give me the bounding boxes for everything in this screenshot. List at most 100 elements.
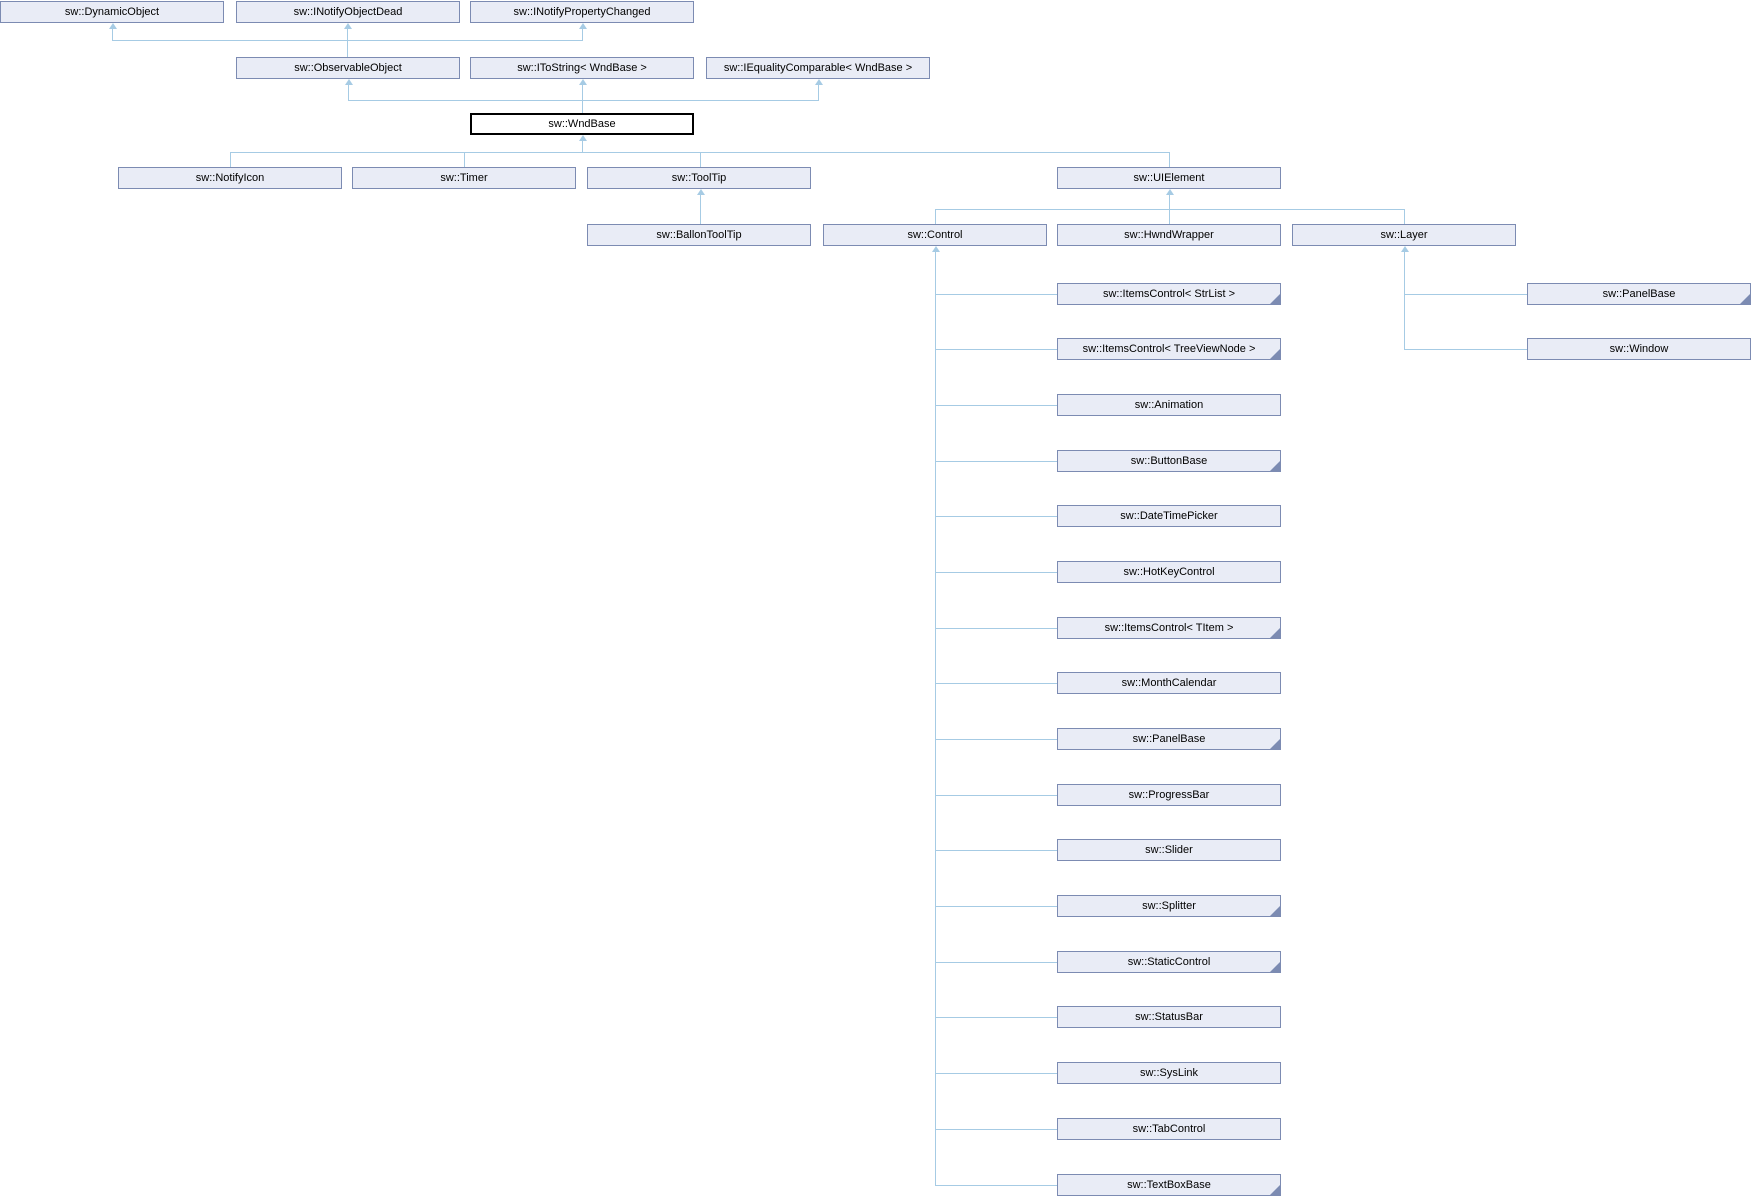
class-node-label: sw::PanelBase	[1602, 288, 1676, 300]
class-node-label: sw::StaticControl	[1127, 956, 1211, 968]
connector-line-horizontal	[935, 962, 1057, 963]
connector-line-vertical	[1404, 209, 1405, 224]
connector-line-horizontal	[935, 1073, 1057, 1074]
class-node-label: sw::Animation	[1134, 399, 1204, 411]
connector-line-vertical	[230, 152, 231, 167]
class-node-layer[interactable]: sw::Layer	[1292, 224, 1516, 246]
inheritance-arrow-icon	[1166, 189, 1174, 195]
class-node-label: sw::ButtonBase	[1130, 455, 1208, 467]
connector-line-horizontal	[348, 100, 819, 101]
inheritance-arrow-icon	[344, 23, 352, 29]
class-node-staticcontrol[interactable]: sw::StaticControl	[1057, 951, 1281, 973]
connector-line-vertical	[1169, 191, 1170, 224]
connector-line-horizontal	[935, 850, 1057, 851]
connector-line-horizontal	[935, 405, 1057, 406]
class-node-label: sw::INotifyObjectDead	[293, 6, 403, 18]
connector-line-horizontal	[935, 461, 1057, 462]
class-node-label: sw::MonthCalendar	[1121, 677, 1217, 689]
connector-line-horizontal	[935, 572, 1057, 573]
class-node-label: sw::Layer	[1380, 229, 1428, 241]
connector-line-vertical	[582, 81, 583, 113]
class-node-label: sw::IToString< WndBase >	[517, 62, 647, 74]
subclass-fold-icon	[1740, 294, 1750, 304]
subclass-fold-icon	[1270, 628, 1280, 638]
connector-line-vertical	[112, 25, 113, 40]
class-node-label: sw::HwndWrapper	[1124, 229, 1214, 241]
class-node-label: sw::TabControl	[1132, 1123, 1206, 1135]
class-node-control[interactable]: sw::Control	[823, 224, 1047, 246]
connector-line-horizontal	[935, 349, 1057, 350]
connector-line-vertical	[700, 191, 701, 224]
class-node-label: sw::ObservableObject	[294, 62, 402, 74]
class-node-itemscontrol_treeviewnode[interactable]: sw::ItemsControl< TreeViewNode >	[1057, 338, 1281, 360]
subclass-fold-icon	[1270, 739, 1280, 749]
class-node-progressbar[interactable]: sw::ProgressBar	[1057, 784, 1281, 806]
class-node-animation[interactable]: sw::Animation	[1057, 394, 1281, 416]
subclass-fold-icon	[1270, 906, 1280, 916]
connector-line-vertical	[464, 152, 465, 167]
class-node-label: sw::ItemsControl< TItem >	[1104, 622, 1234, 634]
class-node-label: sw::UIElement	[1133, 172, 1205, 184]
connector-line-horizontal	[935, 1017, 1057, 1018]
class-node-inotifyobjectdead[interactable]: sw::INotifyObjectDead	[236, 1, 460, 23]
class-node-buttonbase[interactable]: sw::ButtonBase	[1057, 450, 1281, 472]
class-node-panelbase_control[interactable]: sw::PanelBase	[1057, 728, 1281, 750]
inheritance-arrow-icon	[345, 79, 353, 85]
class-node-timer[interactable]: sw::Timer	[352, 167, 576, 189]
connector-line-horizontal	[935, 739, 1057, 740]
class-node-label: sw::SysLink	[1139, 1067, 1199, 1079]
connector-line-horizontal	[935, 1129, 1057, 1130]
class-node-monthcalendar[interactable]: sw::MonthCalendar	[1057, 672, 1281, 694]
class-node-label: sw::Slider	[1145, 844, 1193, 856]
class-node-statusbar[interactable]: sw::StatusBar	[1057, 1006, 1281, 1028]
connector-line-horizontal	[935, 516, 1057, 517]
class-node-inotifypropertychanged[interactable]: sw::INotifyPropertyChanged	[470, 1, 694, 23]
class-node-slider[interactable]: sw::Slider	[1057, 839, 1281, 861]
class-node-observableobject[interactable]: sw::ObservableObject	[236, 57, 460, 79]
class-node-datetimepicker[interactable]: sw::DateTimePicker	[1057, 505, 1281, 527]
class-node-label: sw::INotifyPropertyChanged	[513, 6, 651, 18]
subclass-fold-icon	[1270, 294, 1280, 304]
class-node-tooltip[interactable]: sw::ToolTip	[587, 167, 811, 189]
class-node-label: sw::NotifyIcon	[195, 172, 265, 184]
class-node-label: sw::WndBase	[548, 118, 616, 130]
class-node-label: sw::DynamicObject	[64, 6, 160, 18]
class-node-label: sw::ToolTip	[671, 172, 727, 184]
class-node-label: sw::Window	[1609, 343, 1669, 355]
class-node-syslink[interactable]: sw::SysLink	[1057, 1062, 1281, 1084]
inheritance-arrow-icon	[932, 246, 940, 252]
class-node-itemscontrol_titem[interactable]: sw::ItemsControl< TItem >	[1057, 617, 1281, 639]
connector-line-vertical	[582, 25, 583, 40]
class-node-label: sw::IEqualityComparable< WndBase >	[723, 62, 913, 74]
class-node-itemscontrol_strlist[interactable]: sw::ItemsControl< StrList >	[1057, 283, 1281, 305]
class-node-label: sw::StatusBar	[1135, 1011, 1203, 1023]
class-node-notifyicon[interactable]: sw::NotifyIcon	[118, 167, 342, 189]
class-node-wndbase: sw::WndBase	[470, 113, 694, 135]
class-node-hotkeycontrol[interactable]: sw::HotKeyControl	[1057, 561, 1281, 583]
class-node-label: sw::BallonToolTip	[656, 229, 742, 241]
class-node-itostring[interactable]: sw::IToString< WndBase >	[470, 57, 694, 79]
class-node-textboxbase[interactable]: sw::TextBoxBase	[1057, 1174, 1281, 1196]
class-node-iequalitycomparable[interactable]: sw::IEqualityComparable< WndBase >	[706, 57, 930, 79]
inheritance-arrow-icon	[697, 189, 705, 195]
class-node-window[interactable]: sw::Window	[1527, 338, 1751, 360]
class-node-dynamicobject[interactable]: sw::DynamicObject	[0, 1, 224, 23]
inheritance-arrow-icon	[579, 23, 587, 29]
connector-line-vertical	[348, 81, 349, 100]
inheritance-arrow-icon	[579, 79, 587, 85]
connector-line-vertical	[935, 248, 936, 1185]
class-node-hwndwrapper[interactable]: sw::HwndWrapper	[1057, 224, 1281, 246]
connector-line-horizontal	[935, 795, 1057, 796]
connector-line-vertical	[1169, 152, 1170, 167]
inheritance-arrow-icon	[109, 23, 117, 29]
class-node-label: sw::DateTimePicker	[1120, 510, 1218, 522]
class-node-uielement[interactable]: sw::UIElement	[1057, 167, 1281, 189]
connector-line-vertical	[1404, 248, 1405, 349]
class-node-splitter[interactable]: sw::Splitter	[1057, 895, 1281, 917]
connector-line-vertical	[347, 25, 348, 57]
class-node-tabcontrol[interactable]: sw::TabControl	[1057, 1118, 1281, 1140]
connector-line-horizontal	[935, 683, 1057, 684]
class-node-label: sw::ProgressBar	[1128, 789, 1210, 801]
class-node-panelbase_layer[interactable]: sw::PanelBase	[1527, 283, 1751, 305]
class-node-ballontooltip[interactable]: sw::BallonToolTip	[587, 224, 811, 246]
